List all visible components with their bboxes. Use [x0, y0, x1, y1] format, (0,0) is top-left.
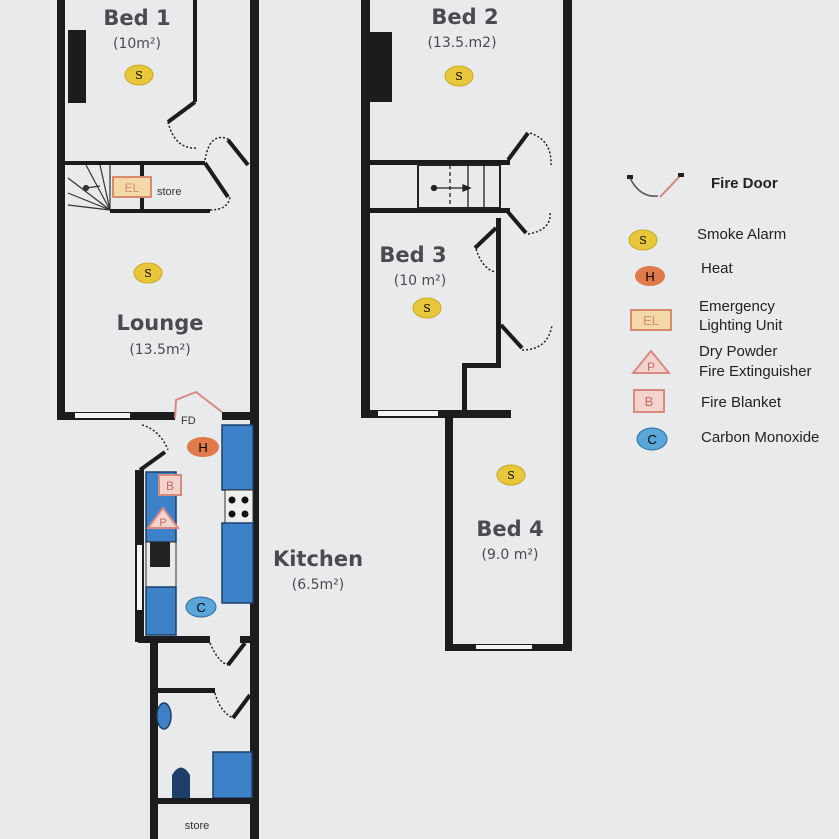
basin-icon	[156, 702, 172, 730]
staircase	[417, 164, 501, 209]
svg-text:H: H	[645, 269, 654, 284]
heat-detector-icon: H	[187, 437, 219, 457]
staircase	[67, 164, 111, 211]
room-area: (13.5.m2)	[427, 35, 496, 51]
fire-blanket-legend-icon: B	[633, 389, 665, 413]
wall	[193, 0, 197, 102]
legend-label: Dry Powder	[699, 343, 777, 360]
ground-floor: EL store FD store Bed 1 (10	[57, 0, 363, 839]
heat-legend-icon: H	[635, 266, 665, 286]
fire-blanket-icon: B	[158, 474, 182, 496]
svg-text:C: C	[647, 432, 656, 447]
emergency-light-label: EL	[125, 181, 140, 195]
legend-label: Heat	[701, 260, 734, 277]
svg-text:B: B	[645, 394, 654, 409]
toilet-icon	[172, 767, 190, 800]
svg-text:S: S	[507, 469, 515, 482]
legend-label: Fire Extinguisher	[699, 363, 812, 380]
hob-icon	[224, 489, 254, 524]
kitchen-counter	[221, 424, 254, 491]
legend-label: Fire Blanket	[701, 394, 782, 411]
room-area: (6.5m²)	[292, 577, 344, 593]
carbon-monoxide-icon: C	[185, 596, 217, 618]
room-name-bed-2: Bed 2	[431, 5, 498, 29]
svg-text:P: P	[647, 360, 655, 374]
svg-text:S: S	[144, 267, 152, 280]
room-area: (10 m²)	[394, 273, 446, 289]
legend-label: Emergency	[699, 298, 775, 315]
legend-label: Carbon Monoxide	[701, 429, 819, 446]
store-label: store	[185, 820, 209, 832]
room-area: (9.0 m²)	[482, 547, 539, 563]
svg-text:C: C	[196, 600, 205, 615]
room-name-bed-4: Bed 4	[476, 517, 543, 541]
carbon-monoxide-legend-icon: C	[636, 427, 668, 451]
smoke-alarm-icon: S	[133, 262, 163, 284]
chimney-breast	[68, 30, 86, 103]
smoke-alarm-icon: S	[124, 64, 154, 86]
fridge-icon	[150, 542, 170, 567]
door-swing	[167, 121, 199, 149]
wall	[57, 0, 65, 420]
svg-text:B: B	[166, 479, 174, 493]
window	[137, 545, 142, 610]
shower-icon	[212, 751, 253, 799]
emergency-light-legend-icon: EL	[630, 309, 672, 331]
window	[75, 413, 130, 418]
legend-label: Lighting Unit	[699, 317, 783, 334]
kitchen-counter	[221, 522, 254, 604]
svg-text:P: P	[159, 517, 166, 529]
fire-door-label: FD	[181, 415, 196, 427]
fire-door-icon	[174, 390, 223, 419]
room-name-kitchen: Kitchen	[273, 547, 363, 571]
wall	[60, 161, 205, 165]
door-swing	[204, 136, 231, 161]
fire-door-legend-icon	[627, 173, 684, 198]
first-floor: Bed 2 (13.5.m2) Bed 3 (10 m²) Bed 4 (9.0…	[361, 0, 572, 651]
smoke-alarm-icon: S	[444, 65, 474, 87]
extinguisher-legend-icon: P	[630, 349, 672, 374]
svg-text:S: S	[423, 302, 431, 315]
room-name-bed-3: Bed 3	[379, 243, 446, 267]
fire-extinguisher-icon: P	[146, 506, 180, 529]
room-area: (10m²)	[113, 36, 161, 52]
svg-text:S: S	[639, 234, 647, 247]
svg-text:EL: EL	[643, 313, 659, 328]
room-area: (13.5m²)	[129, 342, 190, 358]
svg-text:H: H	[198, 440, 207, 455]
legend-label: Fire Door	[711, 175, 778, 192]
svg-text:S: S	[455, 70, 463, 83]
smoke-alarm-icon: S	[496, 464, 526, 486]
smoke-alarm-legend-icon: S	[628, 229, 658, 251]
store-label: store	[157, 186, 181, 198]
emergency-lighting-unit	[112, 176, 152, 198]
room-name-bed-1: Bed 1	[103, 6, 170, 30]
svg-text:S: S	[135, 69, 143, 82]
smoke-alarm-icon: S	[412, 297, 442, 319]
window	[476, 645, 532, 649]
wall	[110, 209, 210, 213]
legend-label: Smoke Alarm	[697, 226, 786, 243]
chimney-breast	[368, 32, 392, 102]
room-name-lounge: Lounge	[117, 311, 204, 335]
legend: Fire Door S Smoke Alarm H Heat EL Emerge…	[627, 173, 819, 451]
window	[378, 411, 438, 416]
